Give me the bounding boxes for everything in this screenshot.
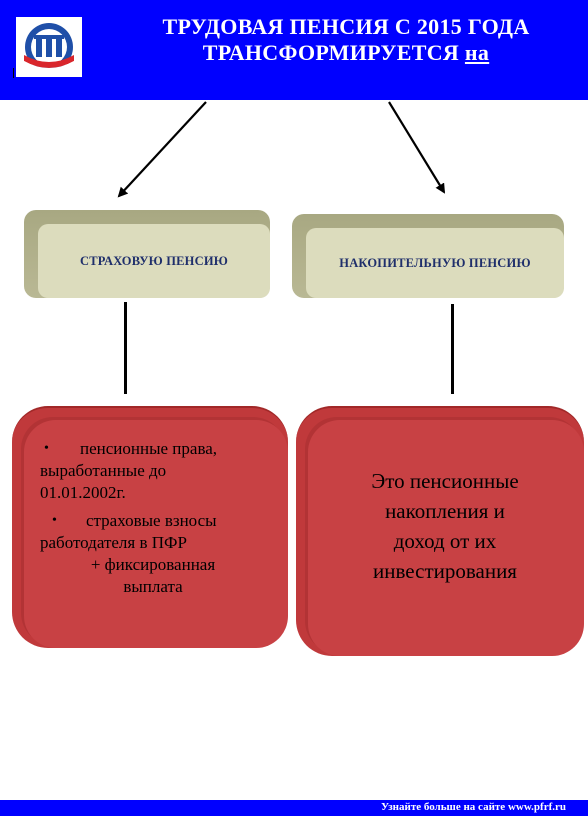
funded-description-text: Это пенсионные накопления и доход от их … bbox=[335, 466, 555, 586]
funded-line3: доход от их bbox=[393, 529, 497, 553]
page-title: ТРУДОВАЯ ПЕНСИЯ С 2015 ГОДА ТРАНСФОРМИРУ… bbox=[104, 14, 588, 66]
insurance-components-card-face bbox=[24, 420, 288, 648]
insurance-components-card bbox=[12, 406, 288, 648]
pfr-logo-icon bbox=[16, 17, 82, 77]
footer-bar bbox=[0, 800, 588, 816]
title-line-2: ТРАНСФОРМИРУЕТСЯ на bbox=[104, 40, 588, 66]
insurance-pension-label: СТРАХОВУЮ ПЕНСИЮ bbox=[79, 253, 229, 268]
item2-line3: + фиксированная bbox=[90, 555, 216, 574]
insurance-pension-box: СТРАХОВУЮ ПЕНСИЮ bbox=[24, 210, 270, 298]
funded-line4: инвестирования bbox=[373, 559, 517, 583]
item1-line2: выработанные до bbox=[40, 461, 167, 480]
item2-line2: работодателя в ПФР bbox=[40, 533, 187, 552]
title-line-1: ТРУДОВАЯ ПЕНСИЯ С 2015 ГОДА bbox=[162, 14, 530, 39]
funded-description-card bbox=[296, 406, 584, 656]
header-bar: ТРУДОВАЯ ПЕНСИЯ С 2015 ГОДА ТРАНСФОРМИРУ… bbox=[0, 0, 588, 100]
list-item: • пенсионные права, выработанные до 01.0… bbox=[40, 438, 266, 504]
arrow-right bbox=[388, 101, 446, 194]
footer-site-link[interactable]: Узнайте больше на сайте www.pfrf.ru bbox=[381, 801, 566, 813]
funded-pension-box: НАКОПИТЕЛЬНУЮ ПЕНСИЮ bbox=[292, 214, 564, 298]
connector-left bbox=[124, 302, 127, 394]
edge-tick bbox=[13, 68, 14, 78]
funded-description-card-face bbox=[308, 420, 584, 656]
arrow-left bbox=[117, 101, 207, 198]
item1-line3: 01.01.2002г. bbox=[40, 483, 126, 502]
insurance-pension-face: СТРАХОВУЮ ПЕНСИЮ bbox=[38, 224, 270, 298]
item1-line1: пенсионные права, bbox=[80, 439, 218, 458]
item2-line1: страховые взносы bbox=[86, 511, 217, 530]
funded-pension-face: НАКОПИТЕЛЬНУЮ ПЕНСИЮ bbox=[306, 228, 564, 298]
title-line-2-main: ТРАНСФОРМИРУЕТСЯ bbox=[202, 40, 465, 65]
insurance-components-list: • пенсионные права, выработанные до 01.0… bbox=[40, 438, 266, 598]
list-item: • страховые взносы работодателя в ПФР + … bbox=[40, 510, 266, 598]
bullet-icon: • bbox=[44, 441, 49, 456]
funded-line2: накопления и bbox=[385, 499, 505, 523]
item2-line4: выплата bbox=[123, 577, 183, 596]
funded-pension-label: НАКОПИТЕЛЬНУЮ ПЕНСИЮ bbox=[339, 255, 531, 270]
funded-line1: Это пенсионные bbox=[371, 469, 519, 493]
title-suffix: на bbox=[464, 40, 490, 65]
bullet-icon: • bbox=[52, 513, 57, 528]
connector-right bbox=[451, 304, 454, 394]
footer: Узнайте больше на сайте www.pfrf.ru bbox=[0, 800, 588, 837]
